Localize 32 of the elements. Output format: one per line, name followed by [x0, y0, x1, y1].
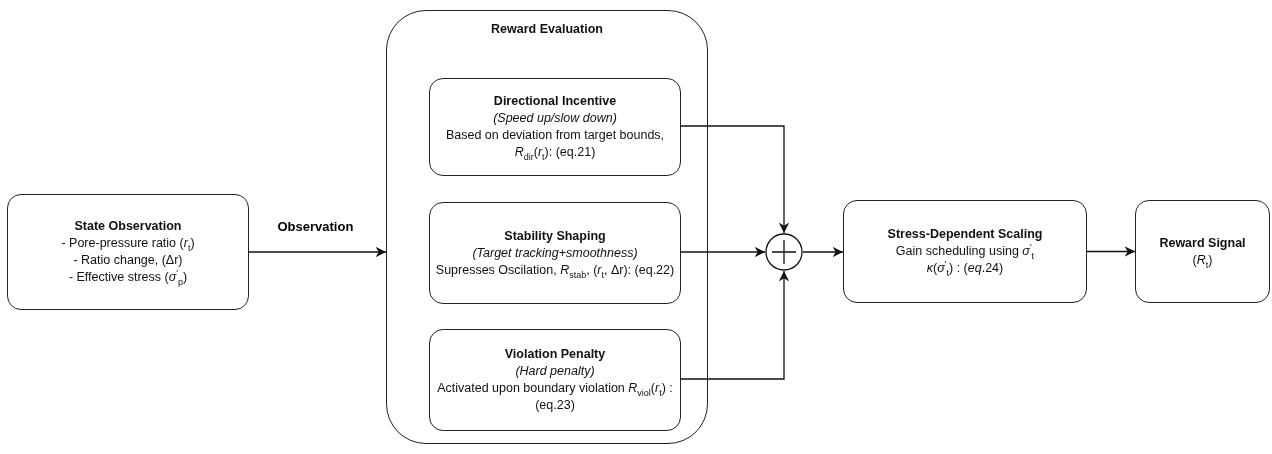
- box-title: Directional Incentive: [493, 93, 617, 110]
- box-text: Supresses Oscilation, R$_{stab}$, (r$_{t}$, Δr): (eq.22): [435, 261, 675, 279]
- box-text: (R$_{t}$): [1192, 251, 1213, 269]
- box-subtitle: (Speed up/slow down): [493, 110, 617, 127]
- box-title: Reward Signal: [1159, 234, 1246, 252]
- arrow: [679, 270, 790, 380]
- box-text: Activated upon boundary violation R$_{viol}$(r$_{t}$) : (eq.23): [436, 380, 674, 414]
- box-text: - Effective stress (σ$^{'}$$_{p}$): [68, 269, 188, 286]
- arrow: [1086, 246, 1136, 257]
- process-box: [429, 78, 681, 176]
- arrow: [248, 246, 387, 258]
- process-box: [429, 329, 681, 431]
- box-title: State Observation: [74, 218, 182, 235]
- box-title: Stability Shaping: [504, 227, 606, 245]
- arrow: [679, 246, 766, 258]
- arrow: [679, 125, 790, 234]
- box-title: Violation Penalty: [504, 346, 606, 363]
- box-text: - Ratio change, (Δr): [73, 252, 183, 269]
- box-text: κ(σ$^{'}$$_{t}$) : (eq.24): [926, 260, 1004, 277]
- box-subtitle: (Target tracking+smoothness): [472, 244, 638, 262]
- process-box: [843, 200, 1087, 303]
- arrow: [802, 246, 844, 258]
- process-box: [7, 194, 249, 310]
- box-text: Based on deviation from target bounds, R$_{dir}$(r$_{t}$): (eq.21): [444, 127, 666, 161]
- box-text: - Pore-pressure ratio (r$_{t}$): [61, 235, 195, 252]
- box-title: Stress-Dependent Scaling: [887, 226, 1043, 243]
- group-panel: [386, 10, 708, 444]
- box-subtitle: (Hard penalty): [515, 363, 595, 380]
- process-box: [1135, 200, 1270, 303]
- box-title: Reward Evaluation: [491, 21, 603, 38]
- edge-label: Observation: [277, 219, 354, 234]
- process-box: [429, 202, 681, 304]
